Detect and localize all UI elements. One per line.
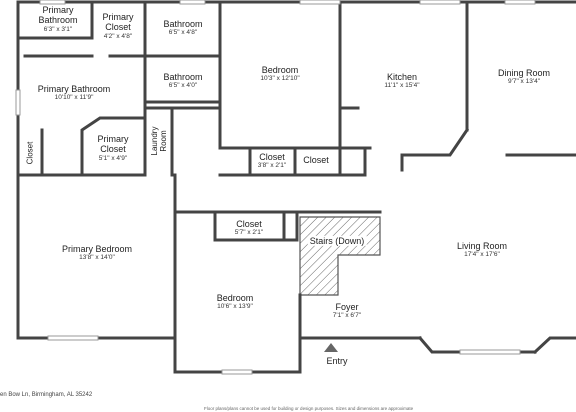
room-primary-bathroom: Primary Bathroom 10'10" x 11'9" (38, 84, 111, 102)
room-stairs: Stairs (Down) (307, 235, 367, 247)
room-dimensions: 9'7" x 13'4" (507, 78, 541, 86)
room-dining: Dining Room 9'7" x 13'4" (498, 68, 550, 86)
room-closet-bed: Closet 5'7" x 2'1" (235, 219, 263, 237)
room-name: Bedroom (216, 293, 254, 304)
room-dimensions: 6'5" x 4'8" (168, 29, 198, 37)
room-foyer: Foyer 7'1" x 6'7" (333, 302, 361, 320)
room-primary-bathroom-small: Primary Bathroom 6'3" x 3'1" (33, 5, 83, 33)
room-name: Closet (259, 152, 285, 163)
walls (16, 0, 576, 374)
disclaimer-footer: Floor plans/plans cannot be used for bui… (204, 406, 414, 411)
room-dimensions: 10'6" x 13'9" (217, 303, 253, 311)
room-primary-closet-top: Primary Closet 4'2" x 4'8" (95, 12, 141, 40)
room-name: Primary Bathroom (37, 84, 111, 95)
room-name: Bedroom (261, 65, 299, 76)
room-name: Closet (236, 219, 262, 230)
room-dimensions: 6'5" x 4'0" (168, 82, 198, 90)
room-dimensions: 17'4" x 17'6" (464, 251, 500, 259)
room-bedroom-top: Bedroom 10'3" x 12'10" (260, 65, 299, 83)
room-name: Bathroom (163, 72, 203, 83)
room-bathroom-top: Bathroom 6'5" x 4'8" (163, 19, 202, 37)
room-closet-mid-a: Closet 3'8" x 2'1" (258, 152, 286, 170)
room-dimensions: 7'1" x 6'7" (332, 312, 362, 320)
room-closet-mid-b: Closet (303, 155, 329, 165)
room-name: Stairs (Down) (309, 235, 365, 246)
stairs-hatch (299, 216, 381, 296)
room-laundry: Laundry Room (150, 126, 168, 156)
entry-arrow (324, 343, 338, 352)
room-name: Bathroom (163, 19, 203, 30)
room-dimensions: 6'3" x 3'1" (43, 25, 73, 33)
room-primary-closet: Primary Closet 5'1" x 4'9" (91, 134, 135, 162)
room-name: Dining Room (497, 68, 551, 79)
room-name: Primary Closet (97, 133, 129, 155)
room-dimensions: 11'1" x 15'4" (384, 82, 420, 90)
room-name: Primary Bedroom (61, 244, 133, 255)
room-dimensions: 13'8" x 14'0" (79, 254, 115, 262)
room-closet-left: Closet (25, 141, 35, 165)
room-kitchen: Kitchen 11'1" x 15'4" (384, 72, 419, 90)
room-dimensions: 10'3" x 12'10" (260, 75, 300, 83)
room-primary-bedroom: Primary Bedroom 13'8" x 14'0" (62, 244, 132, 262)
room-dimensions: 10'10" x 11'9" (54, 94, 94, 102)
room-name: Primary Closet (102, 11, 134, 33)
room-name: Living Room (456, 241, 508, 252)
room-bathroom-mid: Bathroom 6'5" x 4'0" (163, 72, 202, 90)
room-bedroom-bottom: Bedroom 10'6" x 13'9" (217, 293, 254, 311)
windows (15, 0, 536, 375)
room-dimensions: 3'8" x 2'1" (257, 162, 287, 170)
room-dimensions: 4'2" x 4'8" (103, 32, 133, 40)
address-footer: en Bow Ln, Birmingham, AL 35242 (0, 392, 93, 398)
room-living: Living Room 17'4" x 17'6" (457, 241, 507, 259)
room-name: Foyer (335, 302, 359, 313)
room-name: Primary Bathroom (38, 4, 78, 26)
room-name: Kitchen (386, 72, 418, 83)
room-dimensions: 5'1" x 4'9" (98, 154, 128, 162)
room-dimensions: 5'7" x 2'1" (234, 229, 264, 237)
entry-label: Entry (326, 356, 348, 366)
room-name: Closet (303, 154, 329, 165)
